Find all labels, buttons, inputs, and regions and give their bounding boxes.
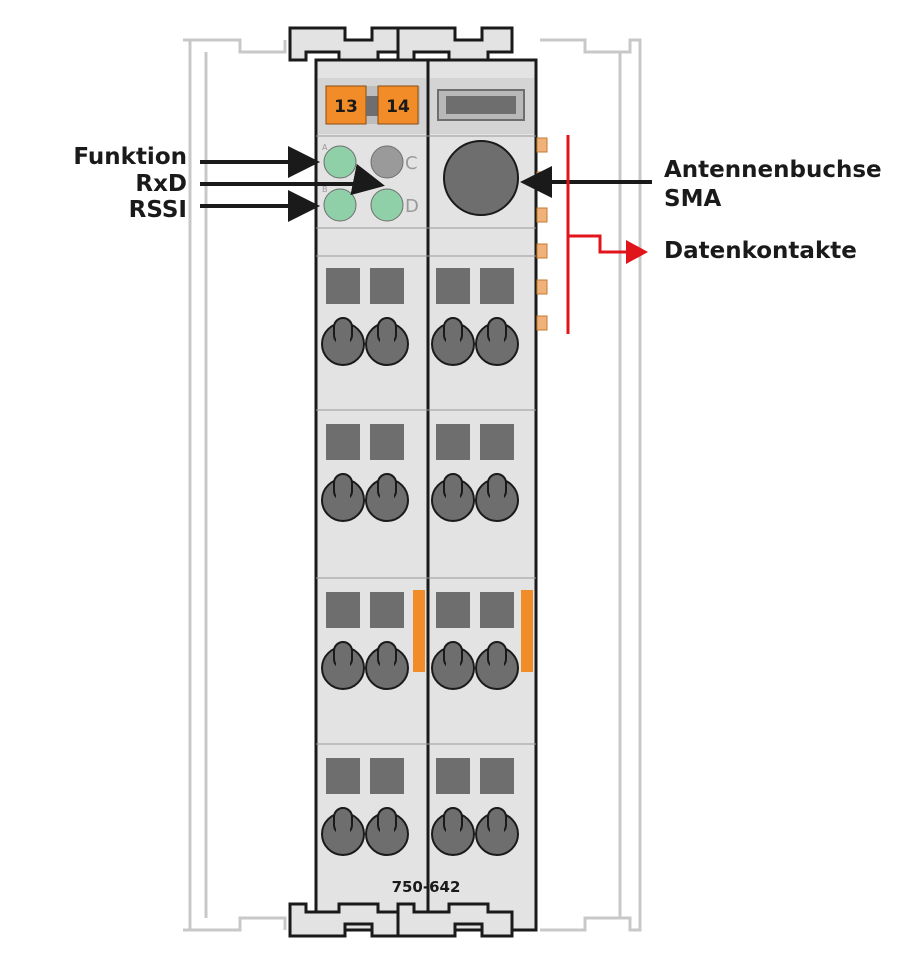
terminal-clamp-fill bbox=[490, 814, 504, 836]
marker-strip-right bbox=[521, 590, 533, 672]
terminal-push-button bbox=[326, 268, 360, 304]
terminal-clamp-fill bbox=[380, 648, 394, 670]
terminal-clamp-fill bbox=[490, 324, 504, 346]
left-module-bottom-clip bbox=[288, 902, 404, 938]
data-contacts-arrowhead bbox=[626, 240, 648, 264]
terminal-clamp-fill bbox=[446, 324, 460, 346]
terminal-push-button bbox=[370, 758, 404, 794]
label-rssi: RSSI bbox=[128, 197, 187, 223]
terminal-clamp-fill bbox=[336, 648, 350, 670]
data-contact-pins bbox=[536, 137, 548, 331]
label-antenna-line2: SMA bbox=[664, 186, 722, 212]
terminal-clamp-fill bbox=[446, 814, 460, 836]
tag-14-text: 14 bbox=[386, 97, 410, 117]
terminal-push-button bbox=[480, 424, 514, 460]
label-data-contacts: Datenkontakte bbox=[664, 238, 857, 264]
terminal-push-button bbox=[370, 268, 404, 304]
terminal-push-button bbox=[480, 268, 514, 304]
led-letter-b: B bbox=[322, 185, 328, 194]
led-panel: A B C D bbox=[322, 143, 419, 222]
terminal-push-button bbox=[370, 424, 404, 460]
terminal-push-button bbox=[326, 424, 360, 460]
led-letter-d: D bbox=[405, 196, 419, 217]
part-number: 750-642 bbox=[392, 878, 461, 896]
terminal-push-button bbox=[436, 424, 470, 460]
marker-strip-left bbox=[413, 590, 425, 672]
terminal-push-button bbox=[436, 268, 470, 304]
terminal-rows bbox=[316, 255, 536, 856]
terminal-clamp-fill bbox=[380, 480, 394, 502]
led-b bbox=[323, 188, 357, 222]
terminal-clamp-fill bbox=[336, 480, 350, 502]
tag-14 bbox=[377, 85, 419, 125]
din-rail-outline bbox=[183, 38, 642, 932]
tag-13-text: 13 bbox=[334, 97, 358, 117]
right-module-top-clip bbox=[396, 26, 514, 62]
terminal-push-button bbox=[370, 592, 404, 628]
led-a bbox=[323, 145, 357, 179]
terminal-clamp-fill bbox=[446, 480, 460, 502]
tag-divider bbox=[366, 96, 378, 116]
terminal-clamp-fill bbox=[336, 814, 350, 836]
led-d bbox=[370, 188, 404, 222]
label-antenna-line1: Antennenbuchse bbox=[664, 157, 882, 183]
label-rxd: RxD bbox=[135, 171, 187, 197]
terminal-clamp-fill bbox=[380, 324, 394, 346]
terminal-push-button bbox=[480, 592, 514, 628]
antenna-socket bbox=[443, 140, 519, 216]
label-window-inner bbox=[446, 96, 516, 114]
terminal-push-button bbox=[326, 592, 360, 628]
terminal-clamp-fill bbox=[336, 324, 350, 346]
data-contacts-bracket bbox=[566, 135, 628, 334]
terminal-push-button bbox=[436, 758, 470, 794]
terminal-push-button bbox=[480, 758, 514, 794]
led-letter-c: C bbox=[405, 153, 418, 174]
led-c bbox=[370, 145, 404, 179]
terminal-clamp-fill bbox=[446, 648, 460, 670]
arrow-rxd-head bbox=[350, 163, 385, 196]
terminal-clamp-fill bbox=[490, 648, 504, 670]
right-module-bottom-clip bbox=[396, 902, 514, 938]
terminal-push-button bbox=[436, 592, 470, 628]
left-module-top-clip bbox=[288, 26, 404, 62]
label-funktion: Funktion bbox=[73, 144, 187, 170]
terminal-push-button bbox=[326, 758, 360, 794]
led-letter-a: A bbox=[322, 143, 328, 152]
terminal-clamp-fill bbox=[490, 480, 504, 502]
terminal-clamp-fill bbox=[380, 814, 394, 836]
